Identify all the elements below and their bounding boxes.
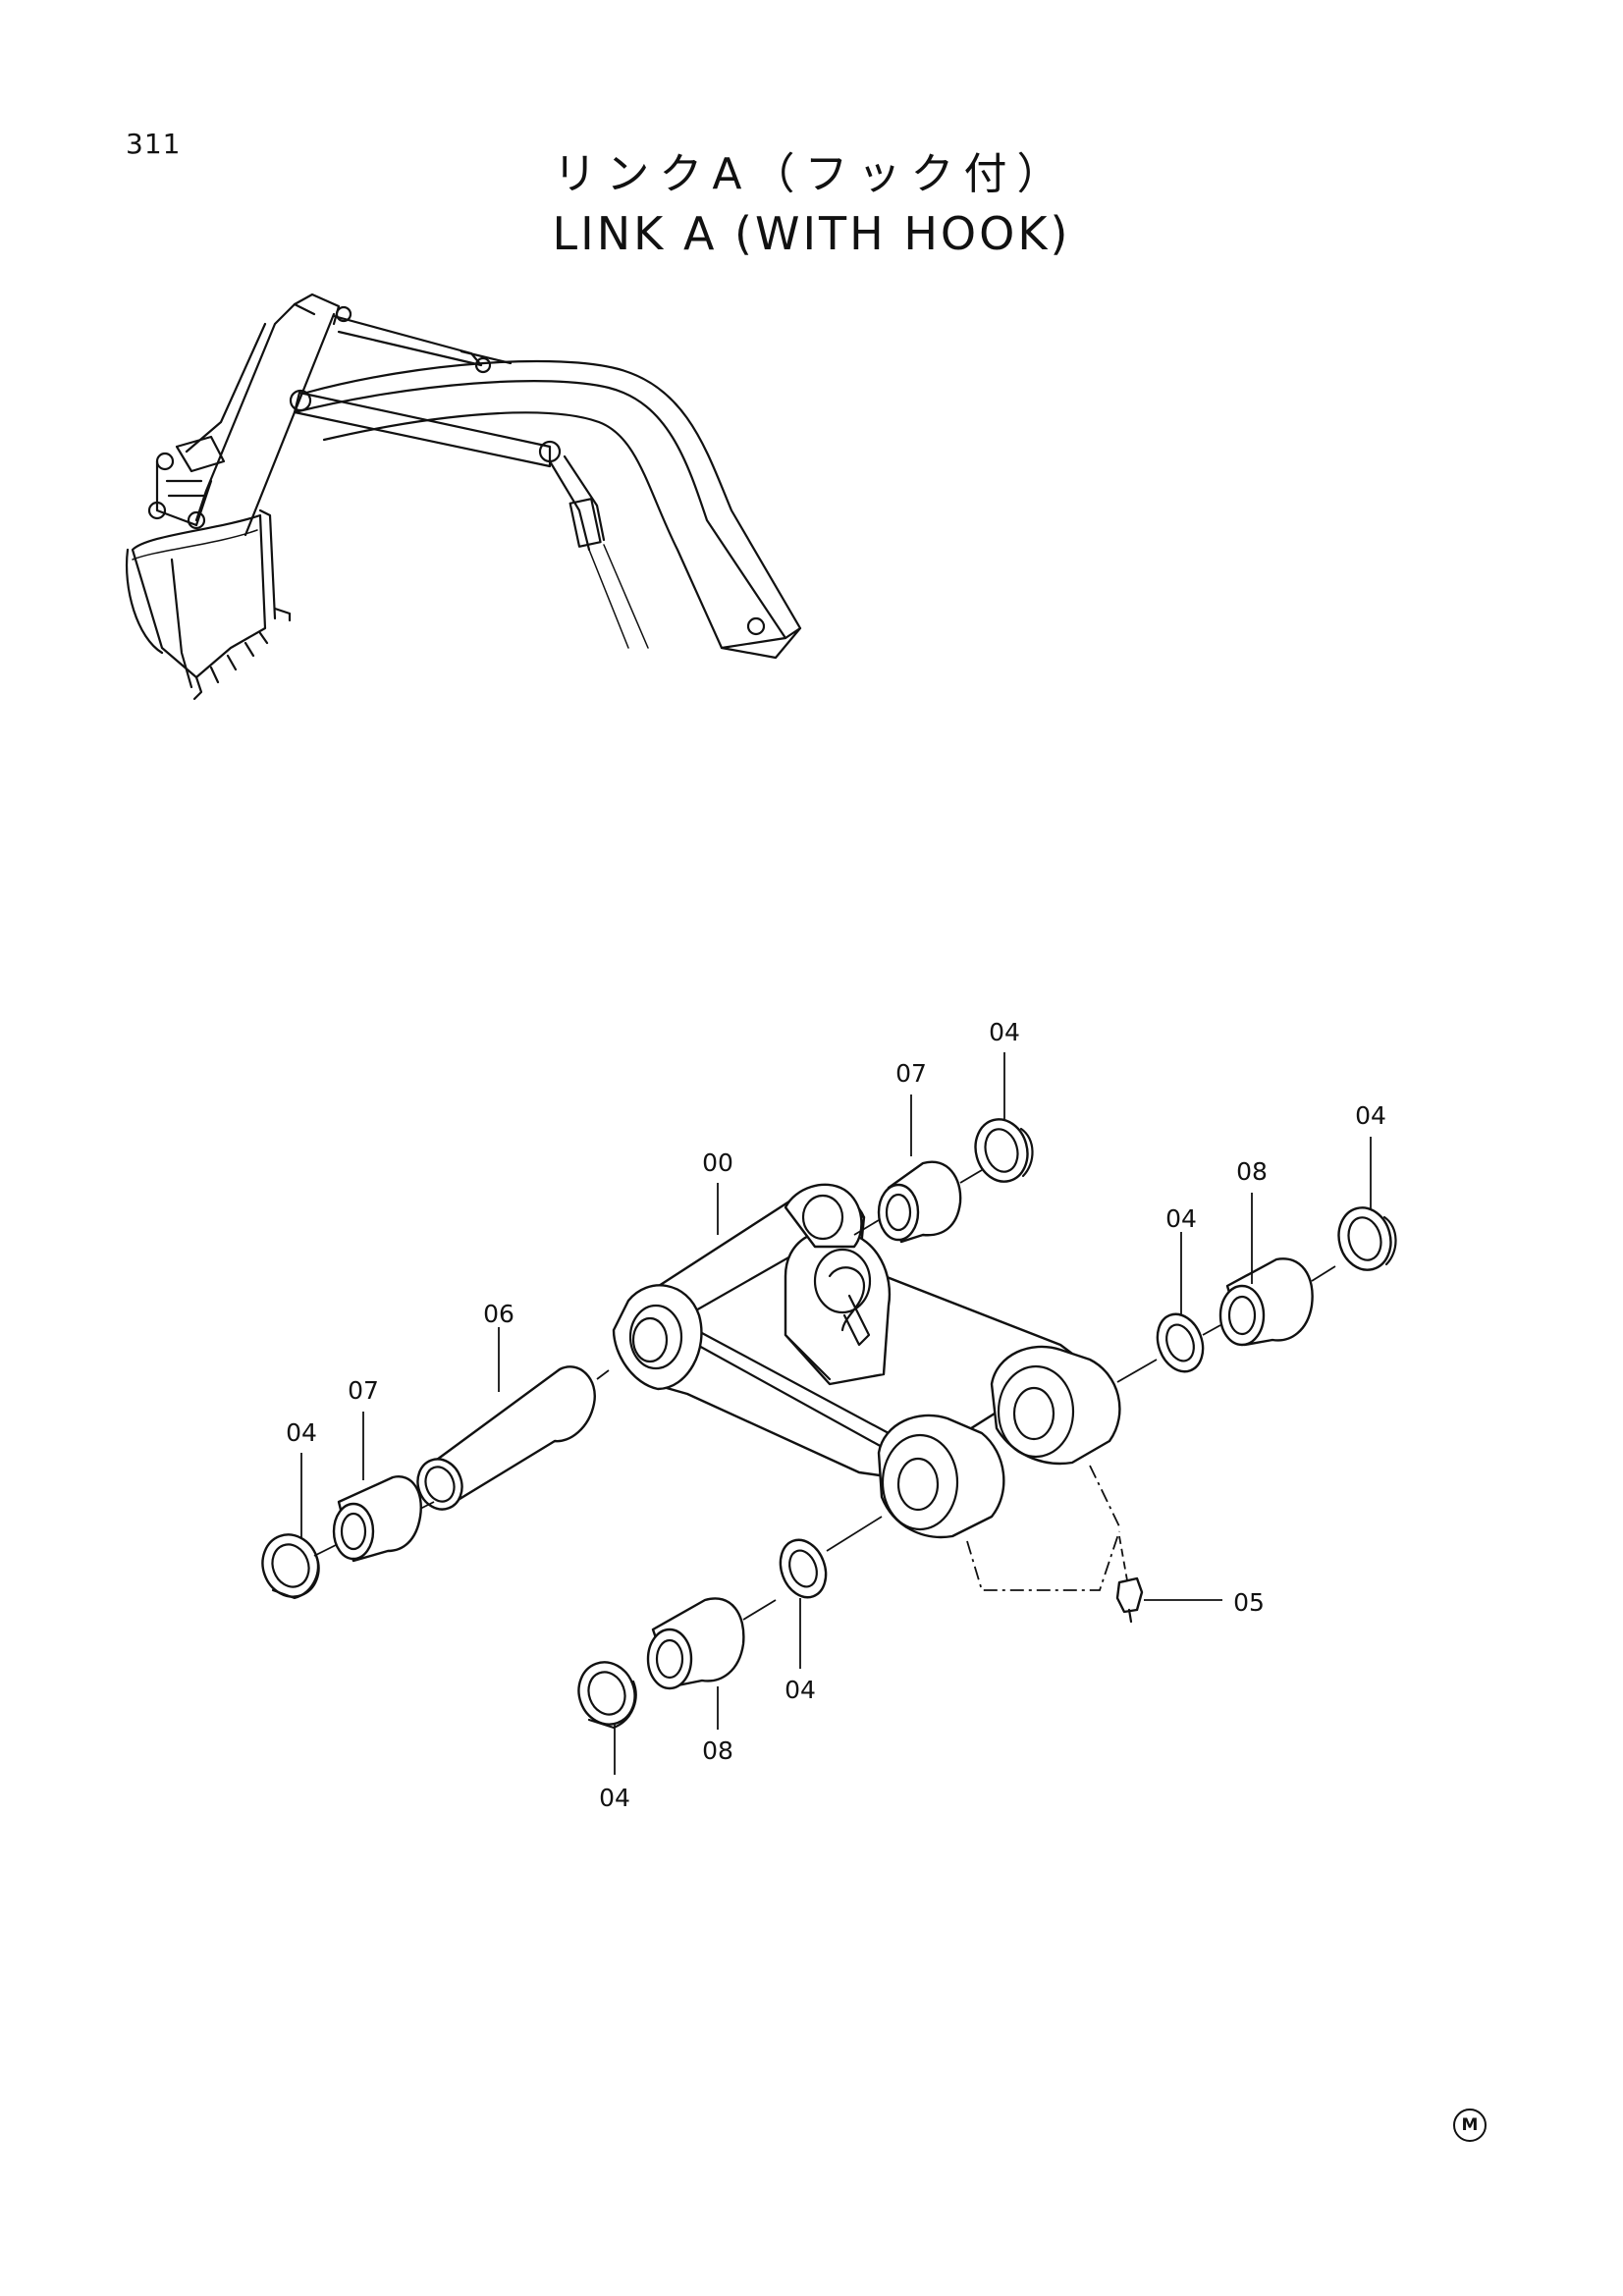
part-08-bushing-right [1202,1257,1336,1347]
callout-08-lower: 08 [702,1736,733,1765]
part-04-seal-right-inner [1116,1312,1205,1383]
part-04-seal-top [974,1118,1034,1183]
callout-04-right-inner: 04 [1165,1204,1197,1233]
callout-04-right-outer: 04 [1355,1101,1386,1130]
callout-06: 06 [483,1300,514,1328]
part-05-grease-fitting [966,1465,1222,1624]
link-a-exploded-view: 04 07 00 04 08 04 06 07 04 05 04 08 04 [261,1018,1397,1812]
callout-07-left: 07 [348,1376,379,1405]
page-title-japanese: リンクA（フック付） [553,149,1070,199]
callout-04-lower-inner: 04 [784,1676,816,1704]
excavator-overview-illustration [126,293,802,701]
part-08-bushing-lower [646,1597,777,1690]
part-06-bushing [416,1365,610,1511]
title-block: リンクA（フック付） LINK A (WITH HOOK) [0,147,1623,263]
callout-05: 05 [1233,1588,1265,1617]
link-body [612,1183,1121,1539]
part-07-bushing-top [853,1160,983,1244]
part-04-seal-lower-outer [577,1661,637,1730]
callout-07-top: 07 [895,1059,927,1088]
callout-04-left: 04 [286,1418,317,1447]
callout-labels: 04 07 00 04 08 04 06 07 04 05 04 08 04 [286,1018,1386,1812]
callout-leaders [300,1052,1372,1775]
page-title-english: LINK A (WITH HOOK) [552,207,1071,260]
callout-04-top: 04 [989,1018,1020,1046]
part-07-bushing-left [332,1475,435,1563]
part-04-seal-lower-inner [779,1516,883,1599]
corner-circle-mark: M [1453,2109,1487,2142]
part-04-seal-right-outer [1337,1206,1397,1271]
callout-04-lower-outer: 04 [599,1784,630,1812]
page-number: 311 [126,128,182,160]
callout-08-right: 08 [1236,1157,1268,1186]
callout-00: 00 [702,1148,733,1177]
part-04-seal-left [261,1533,337,1600]
